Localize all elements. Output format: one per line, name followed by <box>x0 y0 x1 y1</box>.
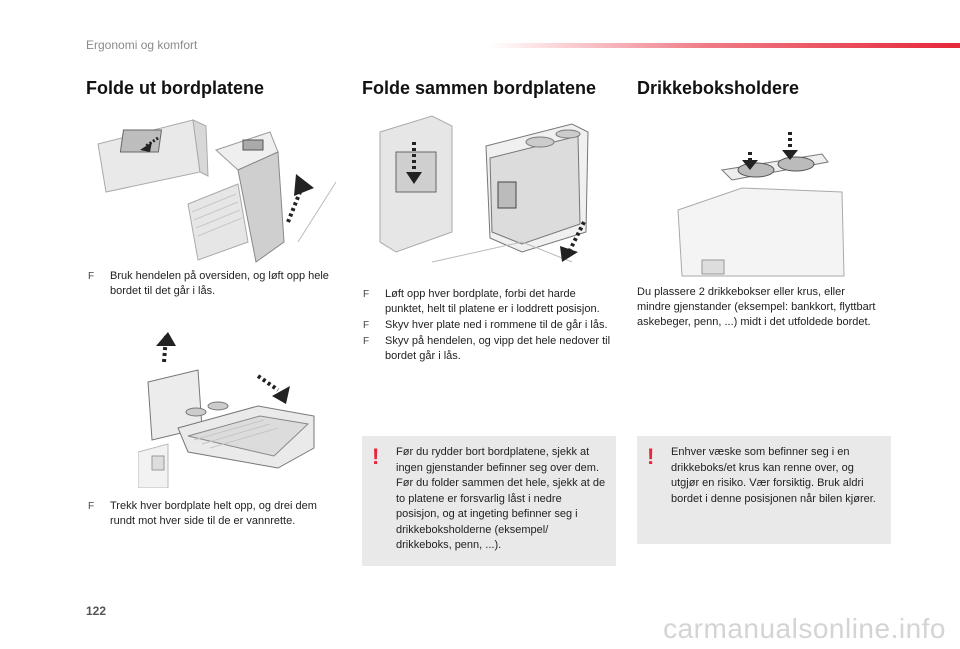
fold-steps-list: F Løft opp hver bordplate, forbi det har… <box>363 287 615 365</box>
unfold-step2-list: F Trekk hver bordplate helt opp, og drei… <box>88 499 344 530</box>
bullet-icon: F <box>88 271 95 282</box>
list-item: F Trekk hver bordplate helt opp, og drei… <box>88 499 344 529</box>
warning-icon: ! <box>372 444 380 469</box>
unfold-step1-list: F Bruk hendelen på oversiden, og løft op… <box>88 269 338 300</box>
unfold-step1-text: Bruk hendelen på oversiden, og løft opp … <box>110 270 329 297</box>
heading-cupholder: Drikkeboksholdere <box>637 78 800 98</box>
cupholder-warning-box: ! Enhver væske som befinner seg i en dri… <box>637 436 891 544</box>
illustration-fold-table <box>372 112 608 276</box>
heading-fold: Folde sammen bordplatene <box>362 78 597 98</box>
bullet-icon: F <box>363 289 370 300</box>
fold-warning-text: Før du rydder bort bordplatene, sjekk at… <box>396 446 606 551</box>
bullet-icon: F <box>363 320 370 331</box>
bullet-icon: F <box>363 336 370 347</box>
fold-warning-box: ! Før du rydder bort bordplatene, sjekk … <box>362 436 616 566</box>
header-accent-bar <box>490 43 960 48</box>
cupholder-text: Du plassere 2 drikkebokser eller krus, e… <box>637 286 876 328</box>
warning-icon: ! <box>647 444 655 469</box>
list-item: F Bruk hendelen på oversiden, og løft op… <box>88 269 338 299</box>
fold-step-text: Skyv på hendelen, og vipp det hele nedov… <box>385 335 611 362</box>
cupholder-warning-text: Enhver væske som befinner seg i en drikk… <box>671 446 876 505</box>
chapter-title: Ergonomi og komfort <box>86 38 198 52</box>
fold-step-text: Løft opp hver bordplate, forbi det harde… <box>385 288 600 315</box>
list-item: F Skyv på hendelen, og vipp det hele ned… <box>363 334 615 364</box>
illustration-unfold-table <box>138 332 318 488</box>
bullet-icon: F <box>88 501 95 512</box>
fold-step-text: Skyv hver plate ned i rommene til de går… <box>385 319 608 331</box>
unfold-step2-text: Trekk hver bordplate helt opp, og drei d… <box>110 500 317 527</box>
illustration-lift-table <box>88 112 340 264</box>
illustration-cupholder <box>672 122 852 278</box>
heading-unfold: Folde ut bordplatene <box>86 78 264 98</box>
list-item: F Skyv hver plate ned i rommene til de g… <box>363 318 615 333</box>
list-item: F Løft opp hver bordplate, forbi det har… <box>363 287 615 317</box>
watermark: carmanualsonline.info <box>663 613 946 644</box>
page-number: 122 <box>86 604 107 618</box>
